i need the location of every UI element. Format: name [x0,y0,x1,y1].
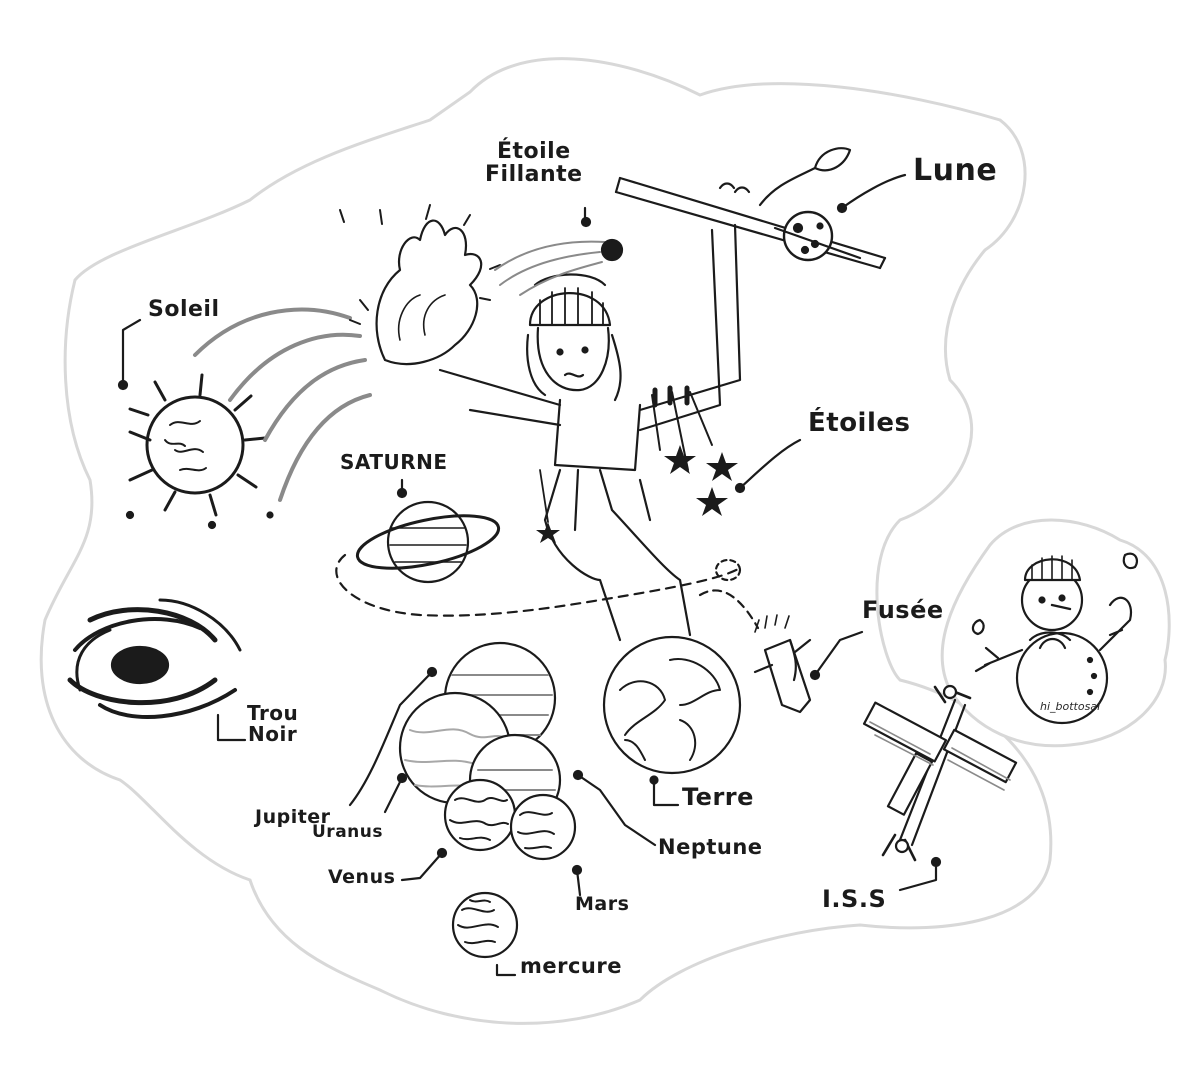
space-station-icon [862,684,1018,862]
saturn-icon [335,500,742,617]
label-trou-noir: Trou Noir [247,703,298,745]
iss-pointer [898,860,938,892]
star-icon [696,487,728,516]
artist-signature: hi_bottosai [1040,700,1101,713]
sun-icon [125,307,372,530]
label-etoile-fillante-line1: Étoile [496,139,571,164]
venus-pointer [400,851,444,882]
label-mars: Mars [575,893,630,915]
label-venus: Venus [328,866,396,888]
label-soleil: Soleil [148,297,220,322]
moon-icon [773,210,862,262]
label-iss: I.S.S [822,885,887,913]
label-neptune: Neptune [658,835,763,859]
label-saturne: SATURNE [340,450,448,474]
star-icon [536,522,560,543]
soleil-pointer [121,318,142,387]
shooting-star-icon [494,238,624,296]
planet-icon [443,778,517,852]
terre-pointer [652,778,680,807]
uranus-pointer [383,776,404,814]
fusee-pointer [813,630,864,677]
label-fusee: Fusée [862,596,944,624]
label-lune: Lune [913,153,998,188]
label-uranus: Uranus [312,822,383,842]
stick [614,147,887,270]
main-sticker-outline [39,57,1053,1025]
snowman-icon [971,552,1139,725]
earth-icon [602,635,742,775]
planet-icon [509,793,577,861]
black-hole-icon [67,598,242,719]
label-jupiter: Jupiter [255,806,331,828]
rocket-icon [698,558,812,714]
label-etoiles: Étoiles [808,408,911,438]
jupiter-pointer [348,670,434,807]
flame-hand [339,204,501,365]
character-figure [339,204,742,642]
etoiles-pointer [738,438,802,490]
planet-cluster [398,641,577,959]
label-trou-noir-line2: Noir [248,722,298,746]
label-terre: Terre [682,783,754,811]
mercure-pointer [495,963,517,977]
label-trou-noir-line1: Trou [247,701,299,725]
label-etoile-fillante: Étoile Fillante [485,140,583,186]
label-mercure: mercure [520,954,622,978]
star-icon [706,452,738,481]
lune-pointer [840,173,907,210]
label-etoile-fillante-line2: Fillante [485,162,583,188]
trou-noir-pointer [216,713,247,742]
star-icon [664,445,696,474]
neptune-pointer [576,773,657,847]
